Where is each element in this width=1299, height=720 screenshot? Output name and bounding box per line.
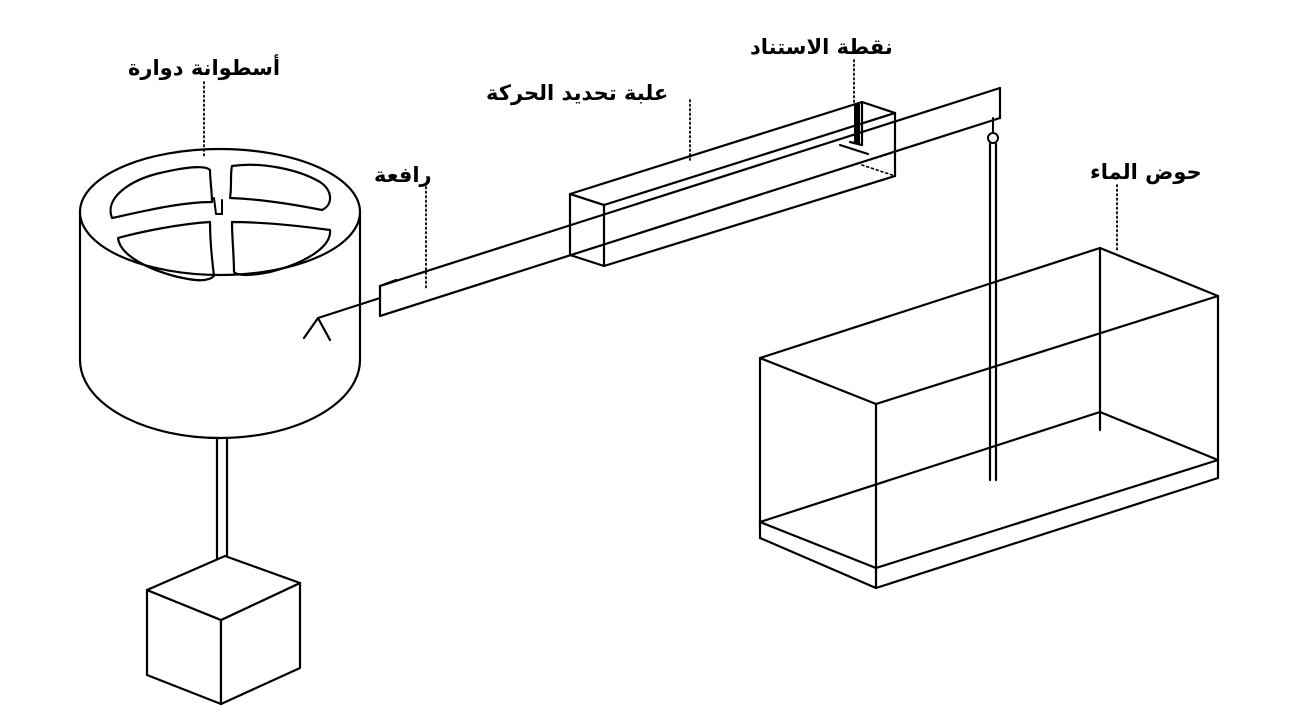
drum-window-top-right <box>230 165 330 210</box>
label-fulcrum: نقطة الاستناد <box>750 35 893 59</box>
drum-window-bottom-left <box>118 222 214 280</box>
label-leaders <box>204 60 1117 288</box>
water-tank <box>760 248 1218 588</box>
motion-stop-box <box>570 102 895 266</box>
box-hidden-edge-4 <box>862 165 895 176</box>
rod-hook-ring <box>987 132 999 144</box>
drum-window-top-left <box>111 167 212 218</box>
label-motion-stop-box: علبة تحديد الحركة <box>486 81 669 105</box>
rotating-drum <box>80 149 360 438</box>
label-rotating-drum: أسطوانة دوارة <box>128 56 281 80</box>
shaft-and-weight <box>147 438 300 704</box>
tank-water-back-right <box>1100 412 1218 460</box>
tank-water-back <box>760 412 1100 522</box>
weight-top-face <box>147 556 300 620</box>
lever-top-edge <box>380 88 1000 286</box>
lever-end-depth <box>380 280 396 286</box>
fulcrum-block <box>854 104 860 144</box>
box-front-bottom-edge <box>604 176 895 266</box>
cable-drum-to-lever <box>318 298 380 318</box>
hanging-rod <box>987 118 999 480</box>
box-top-face <box>570 102 895 205</box>
box-hidden-edge-1 <box>570 152 895 255</box>
tank-bottom-front <box>760 478 1218 588</box>
drum-window-bottom-right <box>232 222 330 275</box>
tank-water-level <box>760 460 1218 568</box>
fulcrum-post <box>840 104 868 154</box>
label-lever: رافعة <box>374 163 432 187</box>
box-front-face <box>570 194 604 266</box>
fulcrum-base <box>840 145 868 154</box>
drum-top-face <box>80 149 360 275</box>
label-water-tank: حوض الماء <box>1090 160 1202 184</box>
drum-hub-hook <box>214 198 222 214</box>
